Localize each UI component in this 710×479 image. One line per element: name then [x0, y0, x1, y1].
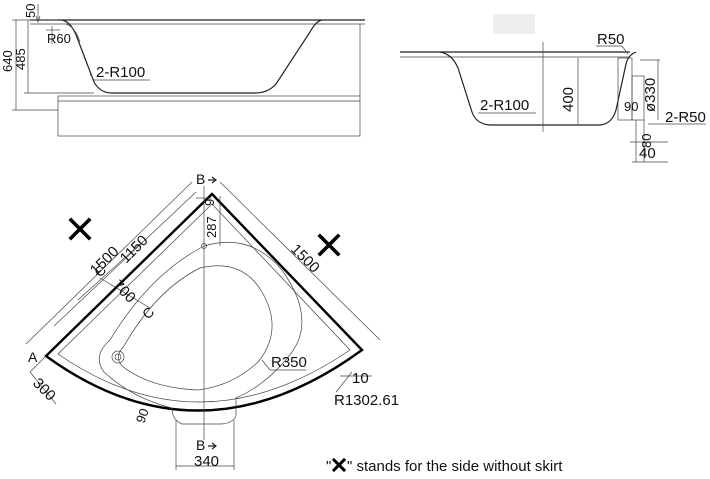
note-text: " stands for the side without skirt [347, 458, 563, 475]
section-arrow-b-bottom [208, 442, 217, 450]
side-dim-2-r50: 2-R50 [665, 109, 706, 126]
section-label-b-bottom: B [196, 437, 205, 453]
front-elevation-view: 50 640 485 R60 2-R100 [0, 4, 365, 137]
plan-dim-10: 10 [352, 370, 369, 387]
plan-dim-300: 300 [29, 375, 59, 405]
side-dim-r50: R50 [597, 31, 625, 48]
note-x-icon [331, 457, 347, 473]
side-dim-400: 400 [560, 87, 577, 112]
front-dim-640: 640 [0, 50, 15, 72]
front-dim-2-r100: 2-R100 [96, 64, 145, 81]
side-dim-330: ø330 [642, 78, 659, 112]
front-dim-50: 50 [23, 4, 38, 18]
no-skirt-mark-right [317, 233, 341, 257]
plan-dim-340: 340 [194, 453, 219, 470]
plan-dim-r350: R350 [271, 354, 307, 371]
side-dim-80: 80 [639, 134, 654, 148]
corner-label-a: A [28, 349, 38, 365]
plan-view: B B A C C 1500 1150 700 1500 287 9 R350 … [25, 171, 399, 470]
plan-dim-700: 700 [109, 277, 139, 307]
front-dim-r60: R60 [47, 31, 71, 46]
section-arrow-b-top [208, 176, 217, 184]
skirt-legend-note: " " stands for the side without skirt [326, 457, 563, 475]
side-dim-2-r100: 2-R100 [480, 97, 529, 114]
plan-dim-r1302: R1302.61 [334, 392, 399, 409]
side-elevation-view: R50 2-R100 400 ø330 90 2-R50 80 40 [400, 14, 706, 163]
side-dim-40: 40 [639, 145, 656, 162]
plan-dim-90: 90 [133, 406, 152, 425]
front-dim-485: 485 [13, 48, 28, 70]
plan-dim-1500-right: 1500 [287, 241, 323, 277]
side-dim-90: 90 [624, 99, 638, 114]
plan-dim-287: 287 [204, 216, 219, 238]
no-skirt-mark-left [68, 217, 92, 241]
section-label-b-top: B [196, 171, 205, 187]
note-open-quote: " [326, 458, 331, 475]
plan-dim-9: 9 [202, 199, 217, 206]
